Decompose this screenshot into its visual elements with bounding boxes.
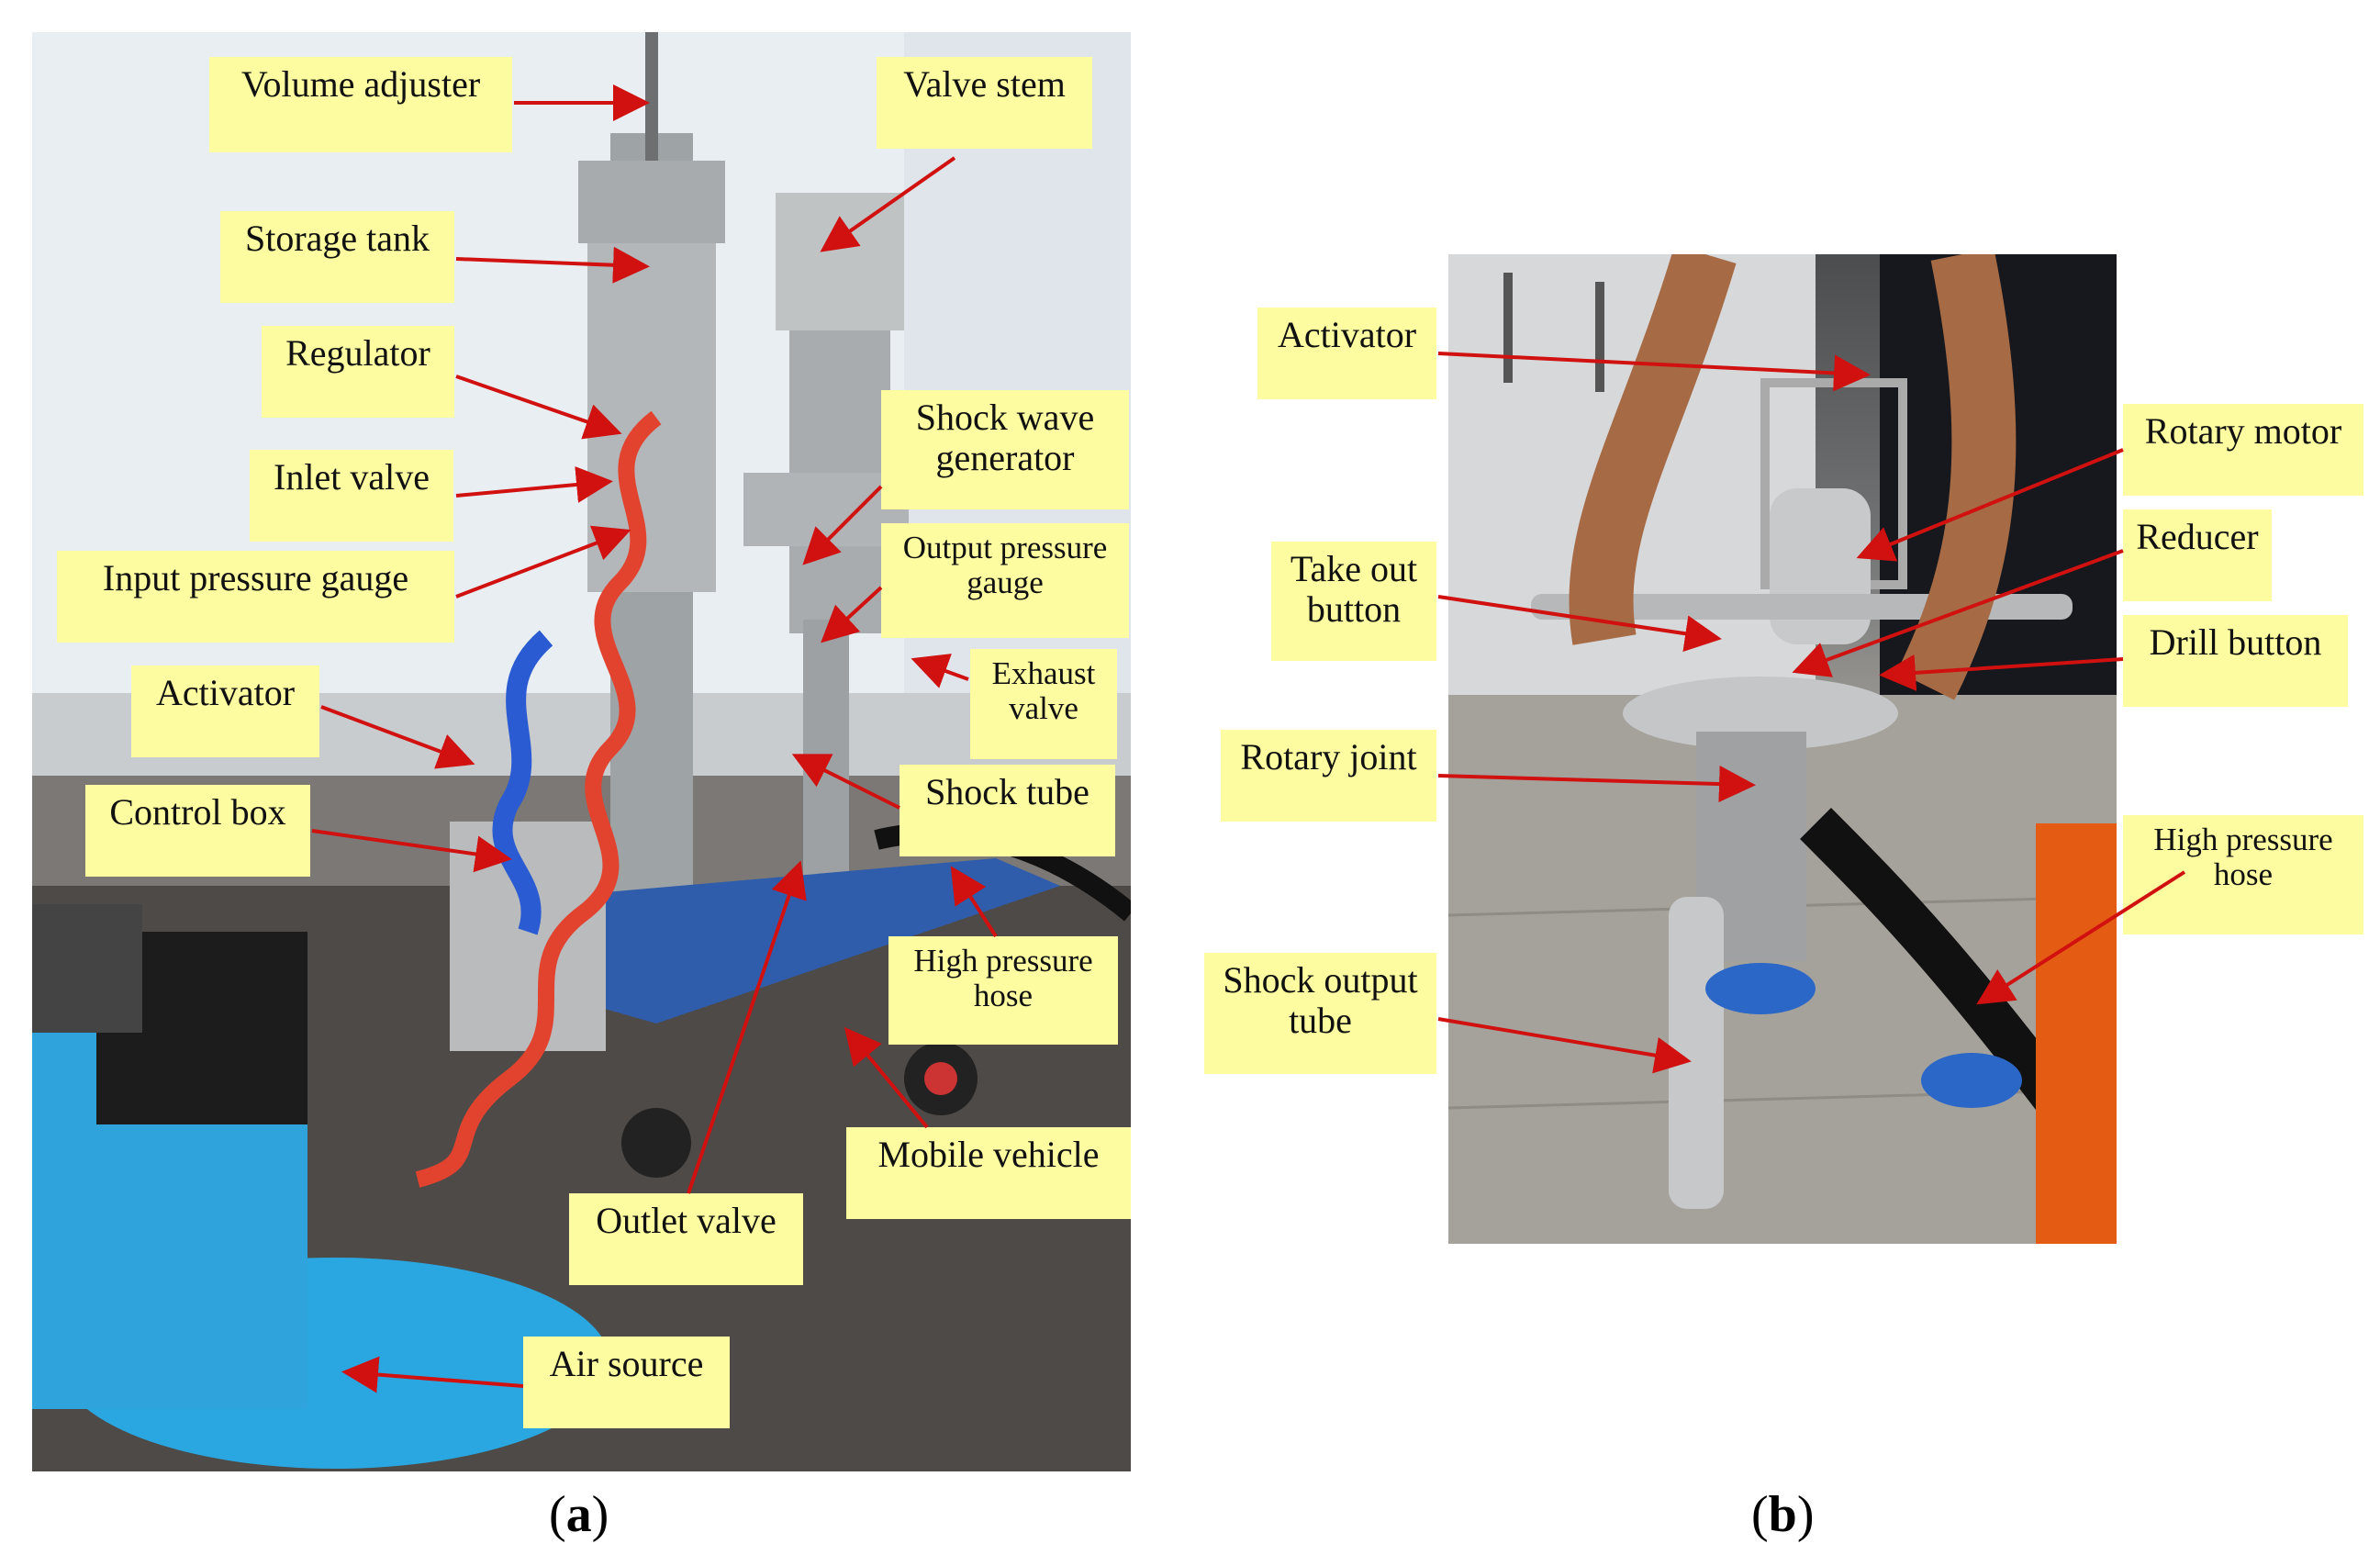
label-mobile-vehicle: Mobile vehicle: [846, 1127, 1131, 1219]
label-high-pressure-hose-b-line2: hose: [2213, 856, 2274, 892]
caption-a-close: ): [591, 1486, 609, 1543]
photo-panel-b: [1448, 254, 2117, 1244]
label-take-out-button: Take out button: [1271, 542, 1436, 661]
label-rotary-motor: Rotary motor: [2123, 404, 2363, 496]
label-high-pressure-hose-b-line1: High pressure: [2153, 822, 2333, 857]
label-shock-tube: Shock tube: [899, 765, 1115, 856]
caption-b-open: (: [1751, 1486, 1769, 1543]
label-high-pressure-hose-a-line2: hose: [973, 978, 1034, 1013]
label-shock-output-tube-line1: Shock output: [1223, 959, 1418, 1001]
label-shock-output-tube-line2: tube: [1289, 1000, 1352, 1041]
label-output-pressure-gauge-line2: gauge: [967, 565, 1044, 600]
label-control-box: Control box: [85, 785, 310, 877]
label-reducer: Reducer: [2123, 509, 2272, 601]
label-air-source: Air source: [523, 1337, 730, 1428]
label-exhaust-valve-line2: valve: [1009, 690, 1078, 726]
label-shock-output-tube: Shock output tube: [1204, 953, 1436, 1074]
caption-b-letter: b: [1768, 1486, 1797, 1543]
label-rotary-joint: Rotary joint: [1221, 730, 1436, 822]
label-regulator: Regulator: [262, 326, 454, 418]
label-activator-b: Activator: [1257, 308, 1436, 399]
label-activator-a: Activator: [131, 666, 319, 757]
label-drill-button: Drill button: [2123, 615, 2348, 707]
label-inlet-valve: Inlet valve: [250, 450, 453, 542]
caption-a-letter: a: [565, 1486, 592, 1543]
label-shock-wave-generator: Shock wave generator: [881, 390, 1129, 509]
label-exhaust-valve-line1: Exhaust: [991, 655, 1096, 691]
label-output-pressure-gauge: Output pressure gauge: [881, 523, 1129, 638]
label-take-out-button-line1: Take out: [1290, 548, 1418, 589]
label-outlet-valve: Outlet valve: [569, 1193, 803, 1285]
label-storage-tank: Storage tank: [220, 211, 454, 303]
label-exhaust-valve: Exhaust valve: [970, 649, 1117, 759]
caption-a-open: (: [549, 1486, 566, 1543]
label-shock-wave-generator-line1: Shock wave: [915, 397, 1095, 438]
drilling-device-illustration-b: [1448, 254, 2117, 1244]
label-high-pressure-hose-a: High pressure hose: [888, 936, 1118, 1045]
label-take-out-button-line2: button: [1306, 588, 1402, 630]
label-output-pressure-gauge-line1: Output pressure: [902, 530, 1108, 565]
caption-panel-b: (b): [1751, 1485, 1814, 1544]
label-high-pressure-hose-a-line1: High pressure: [913, 943, 1093, 979]
label-high-pressure-hose-b: High pressure hose: [2123, 815, 2363, 934]
label-input-pressure-gauge: Input pressure gauge: [57, 551, 454, 643]
label-volume-adjuster: Volume adjuster: [209, 57, 512, 152]
label-valve-stem: Valve stem: [877, 57, 1092, 149]
caption-panel-a: (a): [549, 1485, 609, 1544]
label-shock-wave-generator-line2: generator: [935, 437, 1075, 478]
caption-b-close: ): [1796, 1486, 1815, 1543]
